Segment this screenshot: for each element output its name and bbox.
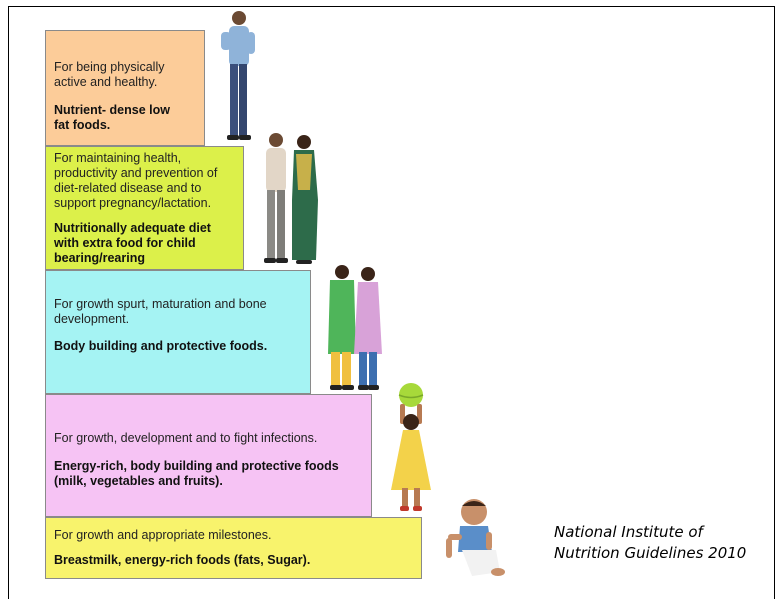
step-food: Body building and protective foods. bbox=[54, 339, 268, 353]
child-with-ball-figure bbox=[391, 383, 431, 511]
step-food: Nutritionally adequate diet with extra f… bbox=[54, 221, 211, 265]
infant-figure bbox=[446, 499, 505, 576]
adolescent-girls-figure bbox=[328, 265, 382, 390]
step-adult-couple: For maintaining health, productivity and… bbox=[45, 146, 244, 270]
step-purpose: For being physically active and healthy. bbox=[54, 60, 165, 89]
step-food: Nutrient- dense low fat foods. bbox=[54, 103, 170, 132]
adult-couple-figure bbox=[264, 133, 318, 264]
step-infant: For growth and appropriate milestones. B… bbox=[45, 517, 422, 579]
step-food: Energy-rich, body building and protectiv… bbox=[54, 459, 339, 488]
step-adult-man: For being physically active and healthy.… bbox=[45, 30, 205, 146]
step-purpose: For maintaining health, productivity and… bbox=[54, 151, 218, 210]
step-purpose: For growth and appropriate milestones. bbox=[54, 528, 272, 542]
adult-man-figure bbox=[221, 11, 255, 140]
step-adolescent: For growth spurt, maturation and bone de… bbox=[45, 270, 311, 394]
figure-frame bbox=[8, 6, 775, 599]
step-purpose: For growth, development and to fight inf… bbox=[54, 431, 318, 445]
credit-line-2: Nutrition Guidelines 2010 bbox=[554, 544, 747, 562]
credit-line-1: National Institute of bbox=[554, 523, 703, 541]
step-food: Breastmilk, energy-rich foods (fats, Sug… bbox=[54, 553, 311, 567]
source-credit: National Institute of Nutrition Guidelin… bbox=[554, 522, 746, 564]
step-purpose: For growth spurt, maturation and bone de… bbox=[54, 297, 267, 326]
step-child: For growth, development and to fight inf… bbox=[45, 394, 372, 517]
